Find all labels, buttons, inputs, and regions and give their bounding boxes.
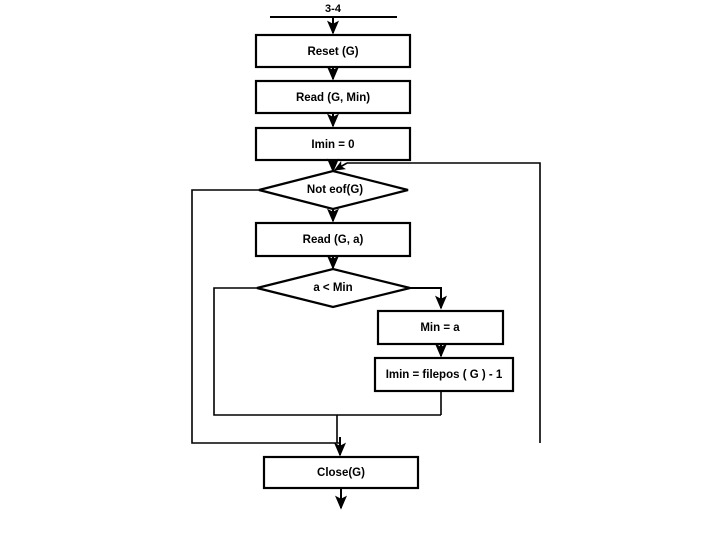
node-min-assign-label: Min = a <box>420 322 460 334</box>
node-min-assign-box[interactable] <box>376 309 505 346</box>
node-not-eof-diamond[interactable] <box>258 169 409 211</box>
node-reset-box[interactable] <box>254 33 412 69</box>
node-read-a-box[interactable] <box>254 221 412 258</box>
node-close-box[interactable] <box>262 455 420 490</box>
node-read-a-label: Read (G, a) <box>303 234 364 246</box>
node-imin-assign-label: Imin = filepos ( G ) - 1 <box>386 369 503 381</box>
edge-loopback-arrowhead <box>333 160 348 171</box>
node-imin-assign-box[interactable] <box>373 356 515 393</box>
edge-noteof-false-to-close-rail <box>191 189 340 444</box>
node-imin-zero-box[interactable] <box>254 126 412 162</box>
edge-altmin-true-to-minassign <box>410 287 447 310</box>
node-read-min-box[interactable] <box>254 79 412 115</box>
node-reset-label: Reset (G) <box>307 46 358 58</box>
page-reference-label: 3-4 <box>325 3 342 15</box>
node-a-lt-min-label: a < Min <box>313 282 352 294</box>
node-imin-zero-label: Imin = 0 <box>311 139 354 151</box>
node-read-min-label: Read (G, Min) <box>296 92 370 104</box>
node-close-label: Close(G) <box>317 467 365 479</box>
edge-altmin-false-loop-rail <box>213 287 441 416</box>
node-not-eof-label: Not eof(G) <box>307 184 363 196</box>
edge-loopback-to-noteof-rail <box>347 162 541 443</box>
